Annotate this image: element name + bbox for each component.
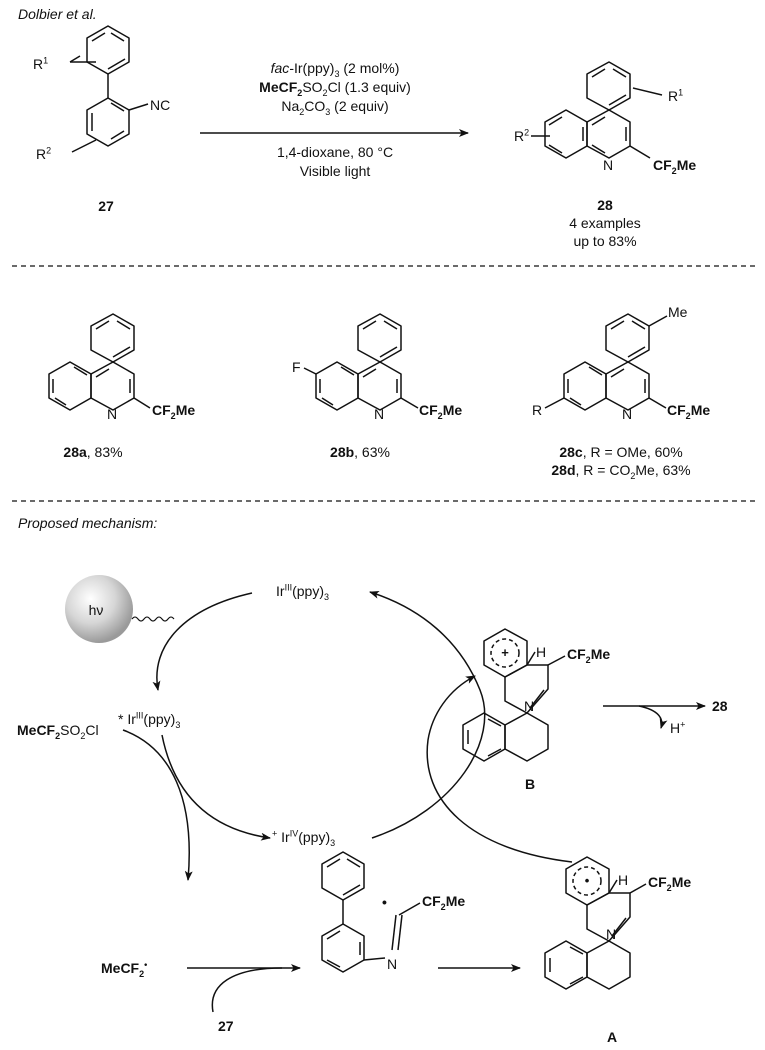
example-28b-f: F [292, 359, 301, 375]
ir3-excited-label: * IrIII(ppy)3 [118, 710, 181, 730]
product-examples-count: 4 examples [569, 215, 641, 231]
substrate-27-label: 27 [98, 198, 114, 214]
example-28cd-cf2me: CF2Me [667, 402, 711, 421]
product-r1-label: R1 [668, 87, 684, 104]
proton-label: H+ [670, 719, 686, 736]
intermediate-a-n: N [606, 926, 617, 942]
product-r2-label: R2 [514, 127, 530, 144]
cf2me-radical-label: MeCF2• [101, 959, 148, 979]
example-28b-structure [303, 313, 419, 411]
condition-reagent: MeCF2SO2Cl (1.3 equiv) [259, 79, 411, 98]
example-28cd-r: R [532, 402, 543, 418]
intermediate-a-structure [544, 856, 647, 990]
condition-solvent: 1,4-dioxane, 80 °C [276, 144, 394, 160]
intermediate-b-h: H [536, 644, 547, 660]
example-28d-caption: 28d, R = CO2Me, 63% [551, 462, 691, 481]
reagent-arc [122, 729, 193, 881]
a-to-b-arc [426, 675, 573, 863]
substrate-r1-label: R1 [33, 55, 49, 72]
substrate-27-arc [211, 967, 283, 1013]
condition-base: Na2CO3 (2 equiv) [281, 98, 389, 117]
imidoyl-n: N [387, 956, 398, 972]
example-28cd-me: Me [668, 304, 688, 320]
intermediate-a-h: H [618, 872, 629, 888]
example-28a-structure [48, 313, 151, 411]
light-hv-label: hν [88, 602, 104, 618]
imidoyl-radical-dot: • [382, 894, 387, 910]
intermediate-b-n: N [524, 698, 535, 714]
substrate-27-structure [69, 25, 149, 153]
intermediate-a-dot: • [584, 873, 590, 888]
example-28b-cf2me: CF2Me [419, 402, 463, 421]
substrate-nc-label: NC [150, 97, 171, 113]
example-28b-n: N [374, 406, 385, 422]
example-28a-n: N [107, 406, 118, 422]
mechanism-heading: Proposed mechanism: [18, 515, 158, 531]
example-28a-cf2me: CF2Me [152, 402, 196, 421]
imidoyl-radical-structure [321, 851, 421, 973]
ir3-catalyst-label: IrIII(ppy)3 [276, 582, 329, 602]
cation-circle [490, 638, 520, 668]
ir4-oxidized-label: + IrIV(ppy)3 [272, 828, 336, 848]
proton-loss-arc [638, 705, 668, 729]
reagent-label: MeCF2SO2Cl [17, 722, 99, 741]
example-28c-caption: 28c, R = OMe, 60% [559, 444, 683, 460]
substrate-r2-label: R2 [36, 145, 52, 162]
condition-light: Visible light [299, 163, 371, 179]
intermediate-b-plus: + [501, 645, 509, 660]
example-28cd-n: N [622, 406, 633, 422]
final-product-28-label: 28 [712, 698, 728, 714]
light-wavy-line [131, 616, 175, 622]
condition-catalyst: fac-Ir(ppy)3 (2 mol%) [270, 60, 400, 79]
example-28a-caption: 28a, 83% [63, 444, 123, 460]
citation: Dolbier et al. [18, 6, 97, 22]
substrate-27-mech-label: 27 [218, 1018, 234, 1034]
intermediate-b-label: B [524, 776, 536, 792]
radical-circle [572, 866, 602, 896]
cycle-arc-ir4-to-ir3 [369, 590, 486, 839]
imidoyl-cf2me: CF2Me [422, 893, 466, 912]
example-28b-caption: 28b, 63% [330, 444, 390, 460]
product-max-yield: up to 83% [573, 233, 637, 249]
product-28-structure [531, 61, 663, 159]
product-n-label: N [603, 157, 614, 173]
intermediate-b-structure [462, 628, 566, 762]
light-source-sphere [65, 575, 133, 643]
intermediate-a-label: A [606, 1029, 618, 1045]
intermediate-a-cf2me: CF2Me [648, 874, 692, 893]
example-28cd-structure [544, 313, 668, 411]
product-28-label: 28 [597, 197, 613, 213]
cycle-arc-ir3-to-ir3star [152, 592, 253, 691]
intermediate-b-cf2me: CF2Me [567, 646, 611, 665]
product-cf2me-label: CF2Me [653, 157, 697, 176]
cycle-arc-ir3star-to-ir4 [161, 734, 271, 841]
